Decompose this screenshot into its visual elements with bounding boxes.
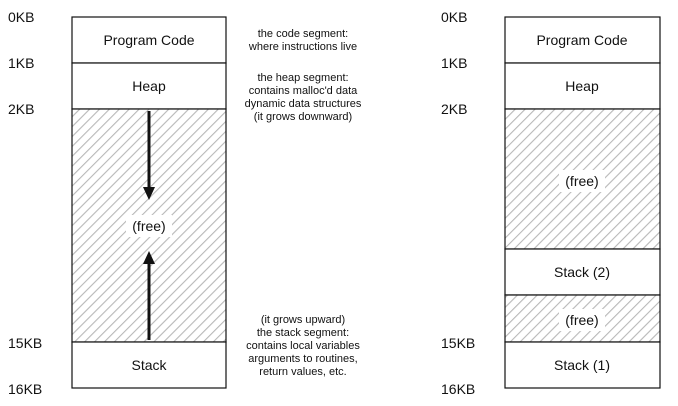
stack-note-line-1: (it grows upward) — [261, 314, 345, 326]
segment-annotations: the code segment: where instructions liv… — [245, 28, 362, 378]
right-stack-1-segment — [504, 341, 661, 389]
heap-arrowhead-icon — [143, 187, 155, 200]
left-stack-label: Stack — [131, 357, 167, 373]
stack-arrowhead-icon — [143, 251, 155, 264]
left-addr-1kb: 1KB — [8, 55, 34, 71]
right-heap-segment — [504, 62, 661, 110]
left-address-space: 0KB 1KB 2KB 15KB 16KB Program Code Heap … — [8, 9, 227, 397]
right-stack-2-label: Stack (2) — [554, 264, 610, 280]
right-addr-15kb: 15KB — [441, 335, 475, 351]
right-address-space: 0KB 1KB 2KB 15KB 16KB Program Code Heap … — [441, 9, 661, 397]
right-free-label-1-bg — [559, 170, 605, 192]
right-stack-2-segment — [504, 248, 661, 296]
heap-note-line-3: dynamic data structures — [245, 98, 362, 110]
left-free-label-bg — [126, 215, 172, 237]
right-code-label: Program Code — [536, 32, 627, 48]
code-note-line-2: where instructions live — [248, 41, 357, 53]
right-code-segment — [504, 16, 661, 64]
right-addr-1kb: 1KB — [441, 55, 467, 71]
left-addr-2kb: 2KB — [8, 101, 34, 117]
left-free-label: (free) — [132, 218, 165, 234]
stack-note-line-4: arguments to routines, — [248, 353, 357, 365]
right-free-label-2: (free) — [565, 312, 598, 328]
right-free-label-1: (free) — [565, 173, 598, 189]
left-heap-label: Heap — [132, 78, 166, 94]
left-addr-16kb: 16KB — [8, 381, 42, 397]
left-code-segment — [71, 16, 227, 64]
code-note-line-1: the code segment: — [258, 28, 349, 40]
right-stack-1-label: Stack (1) — [554, 357, 610, 373]
left-addr-0kb: 0KB — [8, 9, 34, 25]
right-free-label-2-bg — [559, 309, 605, 331]
heap-note-line-4: (it grows downward) — [254, 111, 352, 123]
right-addr-2kb: 2KB — [441, 101, 467, 117]
right-heap-label: Heap — [565, 78, 599, 94]
stack-note-line-5: return values, etc. — [259, 366, 346, 378]
heap-note-line-1: the heap segment: — [257, 72, 348, 84]
stack-note-line-3: contains local variables — [246, 340, 360, 352]
right-addr-0kb: 0KB — [441, 9, 467, 25]
left-stack-segment — [71, 341, 227, 389]
heap-note-line-2: contains malloc'd data — [249, 85, 358, 97]
left-heap-segment — [71, 62, 227, 110]
stack-note-line-2: the stack segment: — [257, 327, 349, 339]
right-addr-16kb: 16KB — [441, 381, 475, 397]
left-code-label: Program Code — [103, 32, 194, 48]
left-addr-15kb: 15KB — [8, 335, 42, 351]
